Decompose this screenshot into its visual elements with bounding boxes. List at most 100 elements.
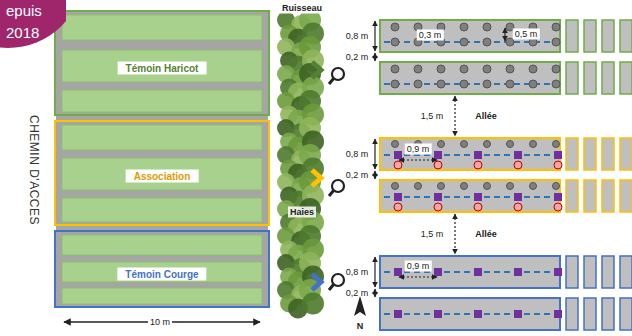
crop-bed bbox=[584, 256, 596, 288]
crop-strip bbox=[62, 158, 262, 190]
bean-plant bbox=[460, 23, 468, 31]
badge-text: epuis 2018 bbox=[6, 0, 52, 44]
magnifier-icon bbox=[329, 68, 344, 84]
dimension-label: 0,8 m bbox=[346, 149, 369, 160]
squash-plant bbox=[474, 268, 482, 276]
squash-plant bbox=[514, 151, 522, 159]
bean-plant bbox=[461, 183, 468, 190]
bean-plant bbox=[507, 141, 514, 148]
squash-plant bbox=[434, 268, 442, 276]
crop-strip bbox=[62, 50, 262, 82]
dimension-arrow bbox=[504, 28, 505, 41]
dimension-label: 0,8 m bbox=[346, 267, 369, 278]
crop-bed bbox=[584, 138, 596, 170]
bean-plant bbox=[552, 80, 560, 88]
squash-plant bbox=[434, 151, 442, 159]
crop-bed bbox=[620, 62, 632, 94]
bean-plant bbox=[484, 141, 491, 148]
plot-label: Association bbox=[126, 170, 199, 183]
dimension-arrow bbox=[374, 53, 375, 61]
crop-bed bbox=[380, 20, 560, 52]
bean-plant bbox=[438, 183, 445, 190]
crop-bed bbox=[602, 20, 614, 52]
crop-bed bbox=[620, 180, 632, 212]
crop-bed bbox=[380, 298, 560, 330]
dimension-arrow bbox=[399, 276, 437, 277]
flower-plant bbox=[474, 203, 482, 211]
crop-bed bbox=[584, 180, 596, 212]
crop-bed bbox=[566, 62, 578, 94]
crop-bed bbox=[380, 138, 560, 170]
dimension-label: Allée bbox=[475, 111, 497, 122]
dimension-label: 0,2 m bbox=[346, 52, 369, 63]
squash-plant bbox=[474, 310, 482, 318]
plot-label: Témoin Haricot bbox=[118, 62, 207, 75]
crop-bed bbox=[602, 256, 614, 288]
plot-label: Témoin Courge bbox=[117, 268, 206, 281]
dimension-label: 0,2 m bbox=[346, 288, 369, 299]
dimension-label: Allée bbox=[475, 229, 497, 240]
bean-plant bbox=[483, 80, 491, 88]
dimension-label: Haies bbox=[288, 207, 316, 218]
bean-plant bbox=[552, 23, 560, 31]
crop-bed bbox=[584, 298, 596, 330]
crop-bed bbox=[566, 180, 578, 212]
crop-bed bbox=[584, 20, 596, 52]
bean-plant bbox=[460, 38, 468, 46]
crop-bed bbox=[566, 256, 578, 288]
bean-plant bbox=[414, 65, 422, 73]
flower-plant bbox=[554, 161, 562, 169]
dimension-arrow bbox=[454, 96, 455, 136]
dimension-arrow bbox=[374, 21, 375, 51]
bean-plant bbox=[529, 65, 537, 73]
crop-bed bbox=[566, 20, 578, 52]
squash-plant bbox=[554, 193, 562, 201]
bean-plant bbox=[460, 80, 468, 88]
crop-bed bbox=[620, 298, 632, 330]
dimension-label: 0,9 m bbox=[405, 144, 432, 155]
dimension-label: N bbox=[357, 321, 364, 332]
bean-plant bbox=[483, 65, 491, 73]
bean-plant bbox=[415, 183, 422, 190]
bean-plant bbox=[529, 80, 537, 88]
dimension-label: 0,9 m bbox=[405, 261, 432, 272]
crop-bed bbox=[566, 298, 578, 330]
flower-plant bbox=[394, 161, 402, 169]
dimension-arrow bbox=[374, 289, 375, 297]
bean-plant bbox=[460, 65, 468, 73]
crop-bed bbox=[584, 62, 596, 94]
squash-plant bbox=[434, 310, 442, 318]
bean-plant bbox=[392, 141, 399, 148]
bean-plant bbox=[530, 183, 537, 190]
hedge-tree bbox=[302, 293, 324, 315]
dimension-arrow bbox=[374, 171, 375, 179]
bean-plant bbox=[552, 38, 560, 46]
magnifier-icon bbox=[329, 180, 344, 196]
bean-plant bbox=[461, 141, 468, 148]
bean-plant bbox=[506, 80, 514, 88]
bean-plant bbox=[552, 65, 560, 73]
drip-line bbox=[384, 313, 556, 315]
plot-group: Association bbox=[54, 120, 270, 226]
squash-plant bbox=[554, 151, 562, 159]
bean-plant bbox=[507, 183, 514, 190]
squash-plant bbox=[514, 193, 522, 201]
field-ground bbox=[56, 12, 268, 306]
dimension-label: 0,5 m bbox=[513, 29, 540, 40]
crop-strip bbox=[62, 235, 262, 255]
bean-plant bbox=[483, 38, 491, 46]
squash-plant bbox=[514, 268, 522, 276]
bean-plant bbox=[506, 65, 514, 73]
squash-plant bbox=[554, 268, 562, 276]
dimension-arrow bbox=[454, 214, 455, 254]
squash-plant bbox=[474, 193, 482, 201]
dimension-label: 1,5 m bbox=[421, 229, 444, 240]
squash-plant bbox=[474, 151, 482, 159]
bean-plant bbox=[483, 23, 491, 31]
dimension-label: 0,2 m bbox=[346, 170, 369, 181]
crop-strip bbox=[62, 125, 262, 150]
bean-plant bbox=[391, 65, 399, 73]
plot-group: Témoin Courge bbox=[54, 230, 270, 308]
bean-plant bbox=[437, 65, 445, 73]
